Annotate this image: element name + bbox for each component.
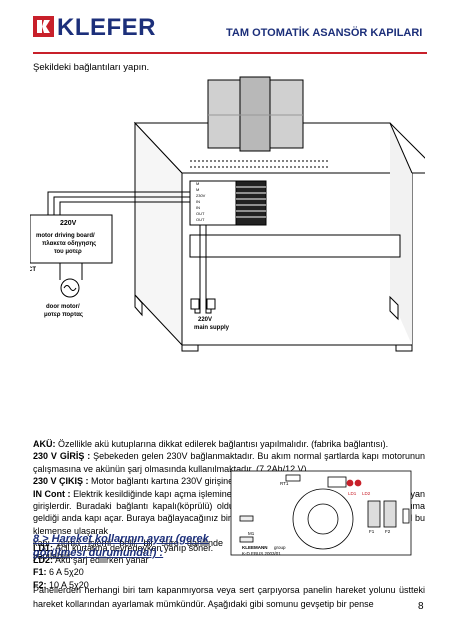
pcb-label-ld2: LD2	[362, 491, 371, 496]
legend-f2: F2: 10 A 5χ20	[33, 579, 89, 590]
terminal-label-2: M	[196, 187, 199, 192]
giris-text: Şebekeden gelen 230V bağlanmaktadır. Bu …	[33, 451, 425, 474]
intro-text: Şekildeki bağlantıları yapın.	[33, 62, 150, 73]
incont-tail: kapı açma işlemi belli bir süre dahilind…	[33, 538, 223, 561]
cikis-label: 230 V ÇIKIŞ :	[33, 476, 89, 487]
body-text: AKÜ: Özellikle akü kutuplarına dikkat ed…	[33, 438, 425, 562]
giris-paragraph: 230 V GİRİŞ : Şebekeden gelen 230V bağla…	[33, 450, 425, 475]
pcb-code: K-D EBUS 2003/01	[242, 551, 281, 556]
incont-label: IN Cont :	[33, 488, 71, 499]
page-number: 8	[418, 601, 424, 612]
ct-label: CT	[30, 267, 36, 273]
motor-driving-board	[30, 214, 113, 264]
terminal-label-4: IN	[196, 199, 200, 204]
warning-plate	[189, 234, 401, 258]
wiring-diagram: M M 230V IN IN OUT OUT 220V motor drivin…	[30, 76, 425, 352]
supply-label: main supply	[194, 325, 230, 331]
legend-f1: F1: 6 A 5χ20	[33, 567, 84, 578]
aku-label: AKÜ:	[33, 439, 56, 449]
terminal-label-6: OUT	[196, 211, 205, 216]
pcb-brand-suffix: group	[274, 545, 286, 550]
giris-label: 230 V GİRİŞ :	[33, 451, 91, 462]
board-label-1: motor driving board/	[36, 233, 95, 239]
legend-ld2: LD2: Akü şarj edilirken yanar	[33, 555, 149, 566]
supply-voltage: 220V	[198, 317, 212, 323]
section-heading: 8 > Hareket kollarının ayarı (gerek görü…	[33, 533, 209, 559]
terminal-label-3: 230V	[196, 193, 206, 198]
klefer-logo-icon	[33, 16, 54, 37]
motor-label-2: μοτερ πορτας	[44, 312, 83, 318]
board-label-2: πλακετα οδηγησης	[42, 241, 96, 247]
terminal-label-5: IN	[196, 205, 200, 210]
pcb-brand: KLEEMANN	[242, 545, 268, 550]
pcb-board-diagram: RT1 LD2 LD1 M1 F1 F2 KLEEMANN group K-D …	[230, 470, 412, 556]
cikis-paragraph: 230 V ÇIKIŞ : Motor bağlantı kartına 230…	[33, 475, 425, 487]
header-divider	[33, 52, 427, 54]
motor-label-1: door motor/	[46, 304, 80, 310]
pcb-label-ld1: LD1	[348, 491, 357, 496]
aku-paragraph: AKÜ: Özellikle akü kutuplarına dikkat ed…	[33, 438, 425, 450]
terminal-label-1: M	[196, 181, 199, 186]
aku-text: Özellikle akü kutuplarına dikkat edilere…	[58, 439, 389, 449]
board-voltage: 220V	[60, 220, 77, 227]
document-title: TAM OTOMATİK ASANSÖR KAPILARI	[226, 27, 423, 39]
cikis-text: Motor bağlantı kartına 230V girişine bağ…	[91, 476, 348, 487]
led-fuse-legend: LD1: Acil kurtarma devredeyken yanıp sön…	[33, 542, 215, 591]
board-label-3: του μοτερ	[54, 249, 82, 255]
legend-ld1: LD1: Acil kurtarma devredeyken yanıp sön…	[33, 543, 214, 553]
footer-paragraph: Panellerden herhangi biri tam kapanmıyor…	[33, 585, 425, 609]
pcb-label-m1: M1	[248, 531, 255, 536]
terminal-label-7: OUT	[196, 217, 205, 222]
pcb-label-f1: F1	[369, 529, 375, 534]
pcb-label-rt1: RT1	[280, 481, 289, 486]
terminal-block	[189, 180, 237, 226]
pcb-label-f2: F2	[385, 529, 391, 534]
brand-name: KLEFER	[57, 14, 156, 41]
